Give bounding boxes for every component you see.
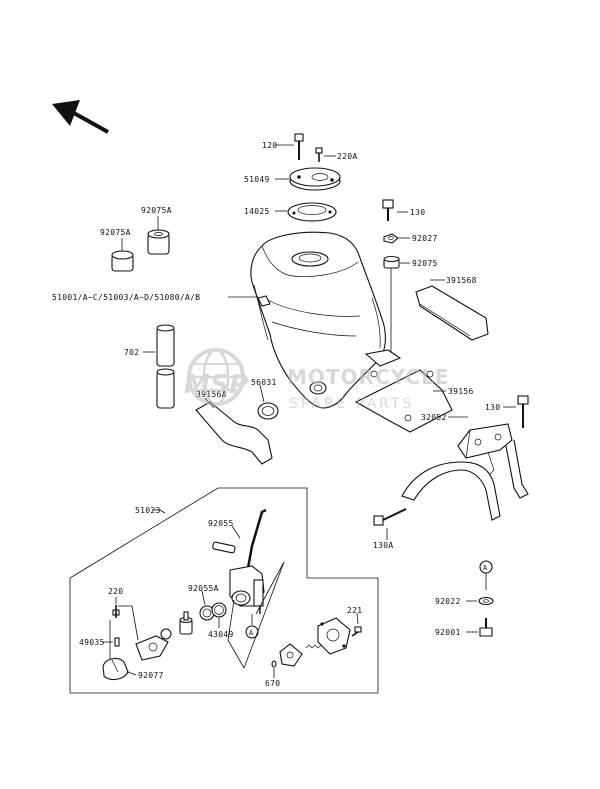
label-92075a-1: 92075A [141, 206, 172, 215]
label-92022: 92022 [435, 597, 461, 606]
label-51049: 51049 [244, 175, 270, 184]
bolt-130-right [517, 395, 529, 428]
label-39156a: 39156A [196, 390, 227, 399]
label-130-top: 130 [410, 208, 425, 217]
label-92055a: 92055A [188, 584, 219, 593]
callout-a-right-label: A [483, 564, 488, 572]
bolt-130a [373, 508, 407, 526]
hose-702 [156, 324, 175, 409]
grommet-92075 [383, 255, 400, 269]
label-92075: 92075 [412, 259, 438, 268]
label-120: 120 [262, 141, 277, 150]
callout-a-inner: A [245, 625, 259, 639]
label-130-right: 130 [485, 403, 500, 412]
lever-stem [160, 611, 193, 640]
o-ring-56031 [257, 402, 279, 420]
bolt-120 [294, 133, 304, 160]
grommet-92075a-large [147, 229, 170, 255]
bolt-92001 [479, 618, 493, 637]
label-670: 670 [265, 679, 280, 688]
label-220a: 220A [337, 152, 357, 161]
cap-ring-14025 [287, 202, 337, 222]
fuel-cock-assembly-frame [69, 487, 379, 694]
label-92001: 92001 [435, 628, 461, 637]
watermark-logo: MSP [184, 370, 249, 400]
label-92055: 92055 [208, 519, 234, 528]
pad-39156a [195, 401, 273, 465]
label-92077: 92077 [138, 671, 164, 680]
screw-221 [351, 626, 362, 637]
bracket-32052 [401, 423, 529, 521]
label-51023: 51023 [135, 506, 161, 515]
pad-391568 [415, 285, 489, 341]
grommet-92075a-small [111, 250, 134, 272]
fuel-cock-body [229, 565, 265, 625]
label-39156: 39156 [448, 387, 474, 396]
label-391568: 391568 [446, 276, 477, 285]
label-220: 220 [108, 587, 123, 596]
diaphragm-housing [317, 617, 351, 655]
screw-220a [315, 147, 323, 162]
label-92027: 92027 [412, 234, 438, 243]
bolt-130-top [382, 199, 394, 221]
label-43049: 43049 [208, 630, 234, 639]
pipe-92055 [212, 508, 267, 569]
screw-220 [112, 605, 120, 618]
label-702: 702 [124, 348, 139, 357]
callout-a-inner-label: A [249, 629, 254, 637]
washer-92022 [478, 596, 494, 606]
watermark-line2: SPARE PARTS [289, 396, 414, 412]
diaphragm-cover [279, 643, 303, 667]
o-ring-92055a [199, 605, 215, 621]
label-14025: 14025 [244, 207, 270, 216]
fuel-cap-51049 [289, 167, 341, 191]
cock-plate [135, 635, 169, 661]
globe-logo-icon [187, 348, 245, 406]
lever-92077 [102, 657, 129, 681]
pad-39156 [354, 349, 453, 433]
label-92075a-2: 92075A [100, 228, 131, 237]
callout-a-right: A [479, 560, 493, 574]
fuel-tank [250, 231, 386, 409]
part-670 [271, 660, 277, 668]
label-32052: 32052 [421, 413, 447, 422]
front-direction-arrow-icon [52, 100, 109, 134]
watermark-line1: MOTORCYCLE [287, 365, 449, 389]
gasket-43049 [211, 602, 227, 618]
pin-49035 [114, 637, 120, 647]
label-49035: 49035 [79, 638, 105, 647]
label-51001: 51001/A~C/51003/A~D/51080/A/B [52, 293, 200, 302]
label-130a: 130A [373, 541, 393, 550]
label-221: 221 [347, 606, 362, 615]
collar-92027 [383, 233, 399, 244]
label-56031: 56031 [251, 378, 277, 387]
watermark: MSP MOTORCYCLE SPARE PARTS [184, 348, 449, 412]
spring [305, 644, 322, 649]
